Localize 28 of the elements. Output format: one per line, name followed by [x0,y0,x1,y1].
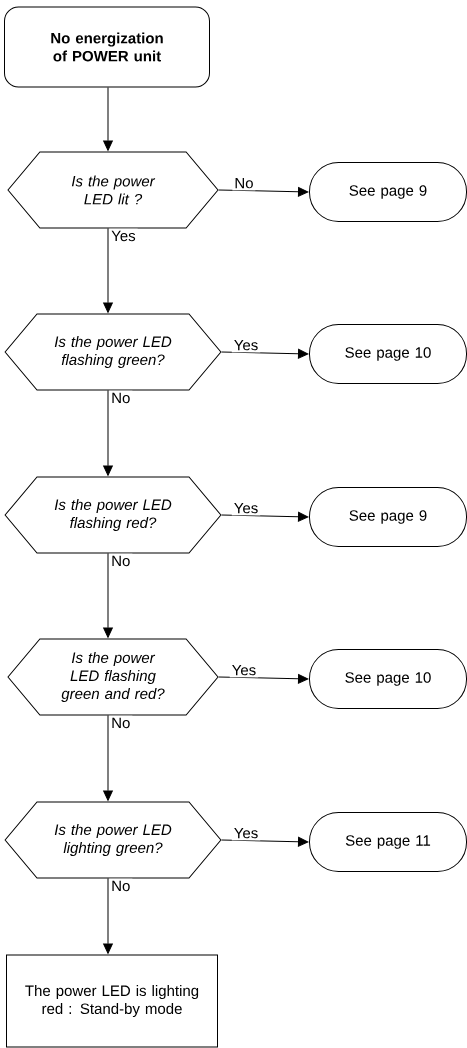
edge-label: Yes [231,825,261,841]
terminal-box: See page 9 [309,162,467,222]
arrow [221,836,309,847]
terminal-box: See page 10 [309,649,467,709]
edge-label: Yes [231,500,261,516]
edge-label: Yes [229,662,259,678]
terminal-box: See page 9 [309,487,467,547]
arrow [221,348,309,359]
decision-hexagon: Is the power LED flashing green and red? [7,638,219,716]
arrow [103,390,113,476]
start-box: No energization of POWER unit [4,6,210,88]
arrow [103,228,113,313]
decision-hexagon: Is the power LED flashing green? [4,313,222,391]
terminal-box: See page 11 [309,812,467,872]
arrow [103,553,113,638]
decision-hexagon: Is the power LED flashing red? [4,476,222,554]
arrow [218,186,309,197]
arrow [103,87,113,151]
process-box: The power LED is lighting red : Stand-by mode [6,954,218,1048]
arrow [103,715,113,801]
edge-label: No [232,175,256,191]
arrow [218,673,309,684]
decision-hexagon: Is the power LED lighting green? [4,801,222,879]
terminal-box: See page 10 [309,324,467,384]
edge-label: Yes [231,337,261,353]
decision-hexagon: Is the power LED lit ? [7,151,219,229]
arrow [103,878,113,954]
arrow [221,511,309,522]
